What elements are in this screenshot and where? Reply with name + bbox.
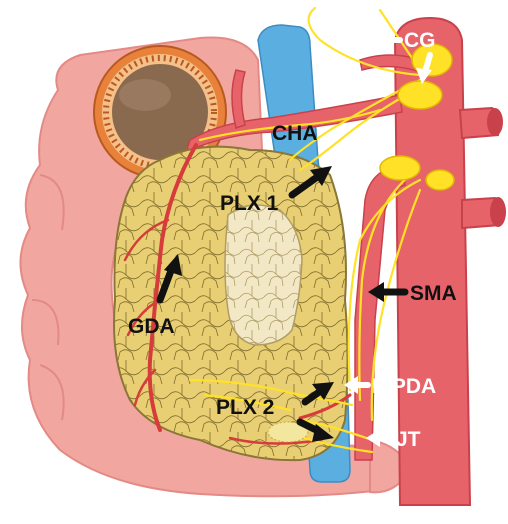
label-sma: SMA [410, 282, 457, 305]
label-cg: CG [404, 29, 436, 52]
label-plx2: PLX 2 [216, 396, 274, 419]
label-cha: CHA [272, 122, 318, 145]
label-gda: GDA [128, 315, 175, 338]
label-plx1: PLX 1 [220, 192, 279, 215]
label-jt: JT [396, 428, 421, 451]
label-pipda: PIPDA [372, 375, 436, 398]
